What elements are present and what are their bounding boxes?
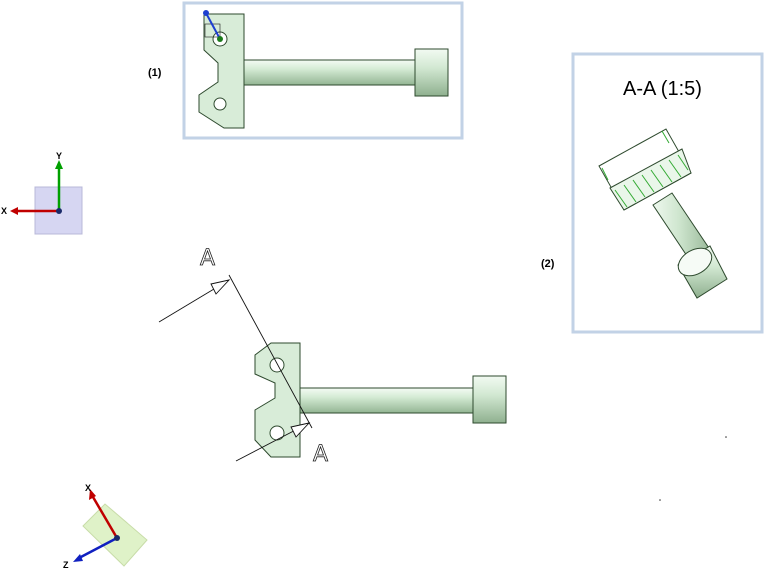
- main-hole-bottom: [269, 425, 285, 441]
- view-1[interactable]: (1): [148, 1, 464, 140]
- stray-dot: [659, 499, 661, 501]
- section-hatch-band: [609, 148, 692, 211]
- triad-x-arrow-icon: [10, 207, 18, 215]
- view-2-frame: [571, 52, 764, 334]
- view-1-pivot-dot: [203, 10, 209, 16]
- iso-z-label: Z: [63, 560, 69, 570]
- view-1-shaft: [243, 59, 416, 86]
- triad-x-label: X: [1, 206, 7, 216]
- triad-y-arrow-icon: [55, 160, 63, 169]
- triad-y-label: Y: [56, 151, 62, 161]
- view-1-label: (1): [148, 67, 162, 79]
- section-label-end: A: [313, 442, 328, 467]
- section-cap-face: [677, 247, 713, 277]
- view-1-cap: [414, 48, 449, 97]
- main-shaft: [299, 387, 474, 414]
- view-2-label: (2): [541, 258, 555, 270]
- section-cut-line: [228, 274, 313, 429]
- view-1-pivot-handle: [205, 12, 221, 40]
- view-1-pivot-center: [217, 36, 223, 42]
- triad-origin: [56, 208, 62, 214]
- view-1-hole-bottom: [213, 97, 227, 111]
- iso-z-arrow-icon: [73, 554, 83, 562]
- main-part: [254, 342, 507, 458]
- stray-dot: [725, 436, 727, 438]
- front-view-triad[interactable]: Y X: [1, 151, 83, 235]
- iso-x-label: X: [85, 483, 91, 493]
- section-label-start: A: [200, 246, 215, 271]
- iso-origin: [114, 535, 120, 541]
- view-2[interactable]: A-A (1:5) (2): [541, 52, 764, 334]
- iso-triad[interactable]: X Z: [63, 483, 148, 570]
- main-cap: [472, 375, 507, 424]
- section-arrow-2-head-icon: [290, 422, 311, 438]
- section-line-a-a: [158, 274, 313, 462]
- main-view[interactable]: A A: [158, 246, 507, 467]
- section-view-title: A-A (1:5): [623, 78, 702, 100]
- iso-x-axis: [91, 496, 119, 539]
- section-part: [598, 128, 728, 299]
- iso-z-axis: [78, 536, 118, 560]
- iso-x-arrow-icon: [89, 489, 96, 500]
- main-hole-top: [269, 357, 285, 373]
- view-1-part: [198, 10, 449, 129]
- section-hatching: [601, 130, 689, 208]
- main-flange: [254, 342, 301, 458]
- section-arrow-1-head-icon: [210, 279, 231, 295]
